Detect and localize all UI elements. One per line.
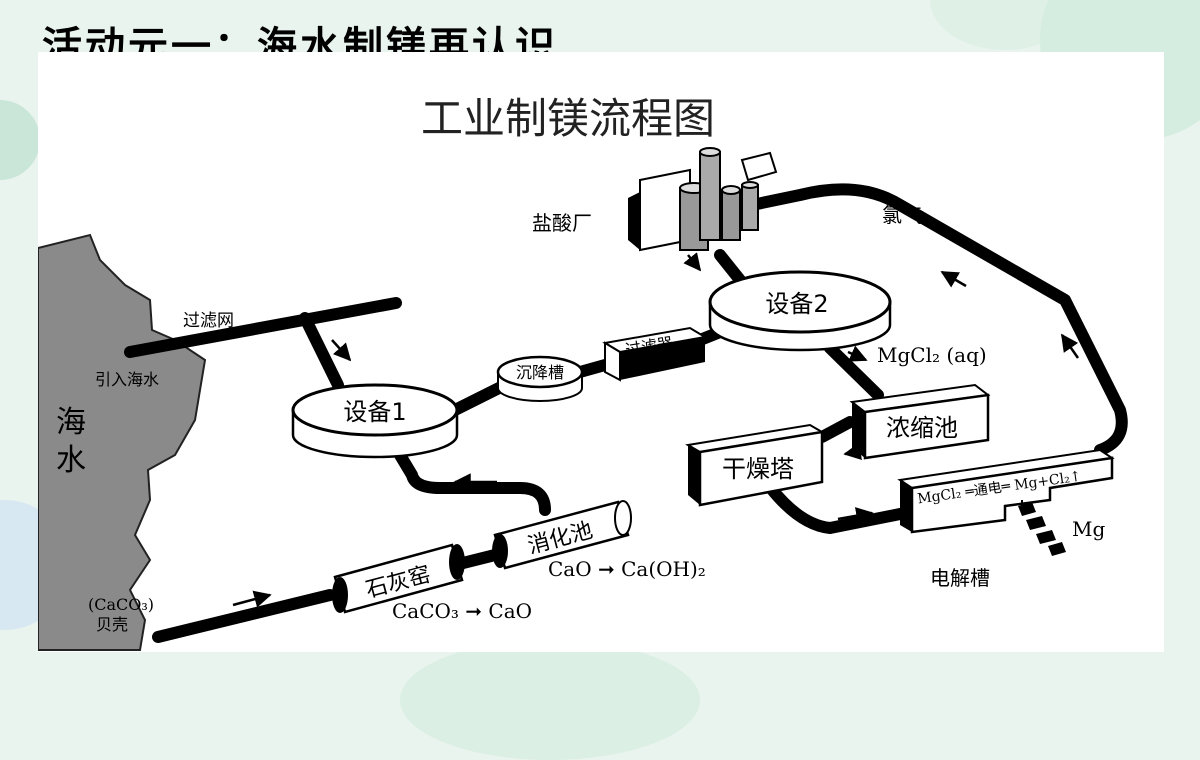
concentrator-label: 浓缩池 bbox=[886, 414, 958, 442]
pipe-eq2-conc bbox=[824, 342, 884, 401]
sea-label-2: 水 bbox=[56, 443, 86, 478]
equipment-1: 设备1 bbox=[291, 383, 459, 459]
shells-label: 贝壳 bbox=[96, 615, 128, 634]
filter-unit: 过滤器 bbox=[602, 326, 708, 382]
pipe-dry-electro bbox=[764, 481, 916, 534]
reaction-cao: CaO ➞ Ca(OH)₂ bbox=[548, 557, 706, 581]
acid-plant-label: 盐酸厂 bbox=[532, 211, 592, 235]
mgcl2-aq-label: MgCl₂ (aq) bbox=[877, 343, 987, 367]
electrolytic-cell-label: 电解槽 bbox=[930, 566, 990, 590]
filter-net-label: 过滤网 bbox=[183, 311, 234, 331]
settling-tank: 沉降槽 bbox=[496, 355, 584, 402]
acid-plant: 盐酸厂 bbox=[532, 147, 778, 252]
pipe-shells-kiln bbox=[152, 589, 336, 643]
concentrator: 浓缩池 bbox=[849, 383, 991, 460]
sea-label-1: 海 bbox=[56, 405, 86, 440]
equipment-2-label: 设备2 bbox=[765, 290, 828, 318]
content-panel: 工业制镁流程图 海 水 过滤网 引入海水 设备1 bbox=[38, 52, 1164, 652]
mg-product: Mg bbox=[1018, 500, 1105, 556]
intake-label: 引入海水 bbox=[95, 370, 159, 389]
pipe-settle-filter bbox=[574, 359, 611, 378]
electrolytic-cell: MgCl₂ ═通电═ Mg+Cl₂↑ 电解槽 bbox=[897, 448, 1115, 590]
equipment-1-label: 设备1 bbox=[343, 398, 406, 426]
pipe-chlorine bbox=[746, 183, 1128, 456]
shells-formula: (CaCO₃) bbox=[88, 595, 154, 614]
drying-tower: 干燥塔 bbox=[685, 423, 825, 507]
slaking-tank: 消化池 bbox=[492, 500, 632, 570]
equipment-2: 设备2 bbox=[708, 270, 892, 352]
diagram-title: 工业制镁流程图 bbox=[421, 94, 715, 143]
pipes bbox=[124, 183, 1128, 643]
settling-tank-label: 沉降槽 bbox=[516, 363, 564, 382]
pipe-intake bbox=[124, 297, 402, 358]
drying-tower-label: 干燥塔 bbox=[722, 455, 794, 483]
pipe-acid-eq2 bbox=[714, 249, 746, 286]
pipe-eq1-settle bbox=[449, 379, 511, 416]
pipe-net-down bbox=[299, 312, 344, 391]
reaction-caco3: CaCO₃ ➞ CaO bbox=[392, 599, 532, 623]
decor-circle-left bbox=[0, 100, 40, 180]
sea-area bbox=[38, 233, 207, 651]
pipe-conc-dry bbox=[816, 416, 856, 443]
decor-circle-bottom bbox=[400, 640, 700, 760]
mg-label: Mg bbox=[1072, 517, 1105, 541]
pipe-slake-eq1 bbox=[394, 449, 551, 516]
mg-process-diagram: 工业制镁流程图 海 水 过滤网 引入海水 设备1 bbox=[38, 94, 1128, 651]
chlorine-label: 氯气 bbox=[882, 203, 922, 227]
